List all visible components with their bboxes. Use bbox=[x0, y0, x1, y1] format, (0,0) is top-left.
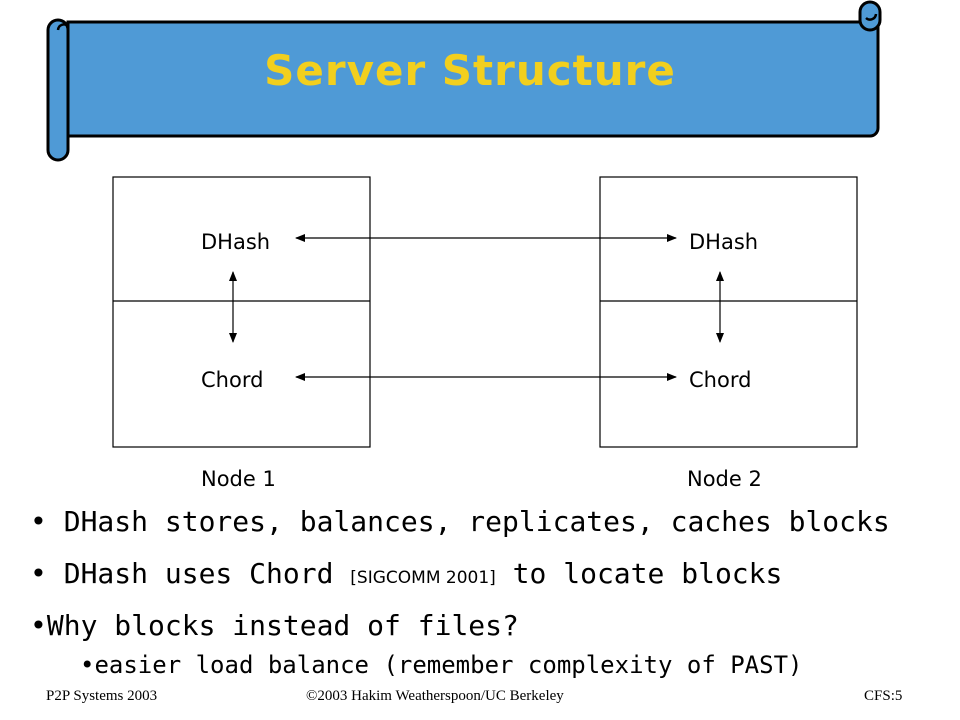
node2-box bbox=[599, 176, 858, 448]
node1-chord-label: Chord bbox=[201, 368, 264, 392]
node1-caption: Node 1 bbox=[201, 467, 276, 491]
citation: [SIGCOMM 2001] bbox=[350, 568, 496, 588]
bullet-text: DHash uses Chord bbox=[63, 557, 351, 590]
node1-dhash-label: DHash bbox=[201, 230, 271, 254]
footer-right: CFS:5 bbox=[864, 688, 903, 704]
bullet-item: • DHash uses Chord [SIGCOMM 2001] to loc… bbox=[30, 557, 783, 590]
node2-dhash-label: DHash bbox=[689, 230, 759, 254]
node2-chord-label: Chord bbox=[689, 368, 752, 392]
bullet-text: easier load balance (remember complexity… bbox=[94, 651, 803, 679]
footer-left: P2P Systems 2003 bbox=[46, 688, 158, 704]
bullet-text: Why blocks instead of files? bbox=[46, 609, 519, 642]
sub-bullet-item: •easier load balance (remember complexit… bbox=[80, 651, 803, 679]
bullet-text: DHash stores, balances, replicates, cach… bbox=[63, 505, 890, 538]
scroll-banner bbox=[46, 0, 882, 162]
node1-box bbox=[112, 176, 371, 448]
bullet-item: • DHash stores, balances, replicates, ca… bbox=[30, 505, 890, 538]
slide-title: Server Structure bbox=[264, 46, 676, 95]
footer-center: ©2003 Hakim Weatherspoon/UC Berkeley bbox=[306, 688, 564, 704]
node2-caption: Node 2 bbox=[687, 467, 762, 491]
bullet-text: to locate blocks bbox=[495, 557, 783, 590]
bullet-item: •Why blocks instead of files? bbox=[30, 609, 519, 642]
